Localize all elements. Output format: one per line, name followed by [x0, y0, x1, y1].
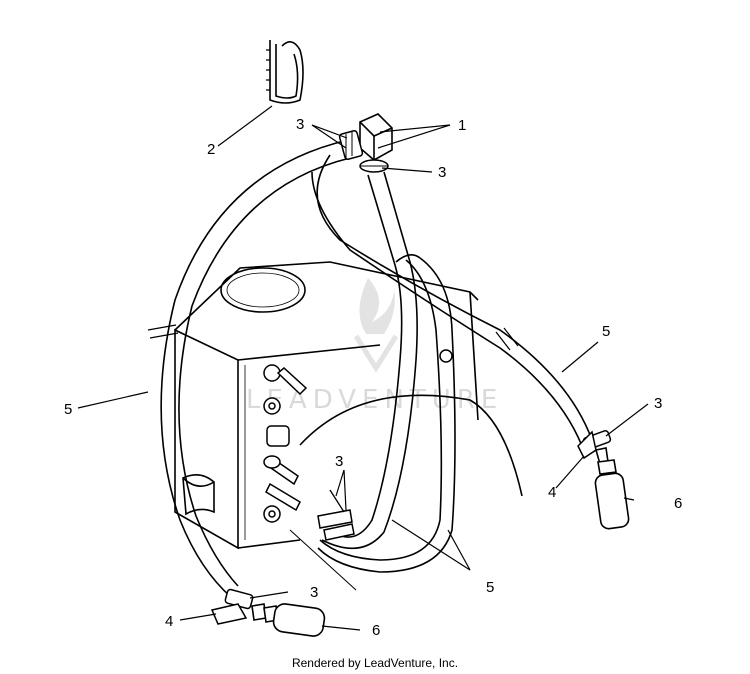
callout-labels: 1 2 3 3 3 3 3 4 4 5 5 5 6 6 — [64, 116, 682, 639]
strap-clip — [266, 40, 304, 104]
callout-4-right: 4 — [548, 484, 556, 501]
elbow-fitting — [359, 113, 393, 161]
callout-6-right: 6 — [674, 495, 682, 512]
callout-2: 2 — [207, 141, 215, 158]
hose-left — [147, 139, 351, 599]
hose-center-loop — [317, 171, 456, 573]
callout-5-left: 5 — [64, 401, 72, 418]
callout-3-bottom: 3 — [310, 584, 318, 601]
brackets — [210, 430, 597, 625]
callout-4-bottom: 4 — [165, 613, 173, 630]
callout-3-right: 3 — [654, 395, 662, 412]
watermark: LEADVENTURE — [246, 278, 497, 415]
callout-5-right: 5 — [602, 323, 610, 340]
callout-3-top-right: 3 — [438, 164, 446, 181]
callout-3-top-left: 3 — [296, 116, 304, 133]
hose-right — [311, 154, 593, 447]
tank-fill-opening — [220, 267, 306, 313]
callout-1: 1 — [458, 117, 466, 134]
callout-3-center: 3 — [335, 453, 343, 470]
inline-filters — [251, 447, 630, 637]
tank-fittings — [263, 349, 453, 523]
leader-lines — [77, 105, 649, 631]
tank-mount-tab — [182, 474, 215, 516]
footer-credit: Rendered by LeadVenture, Inc. — [291, 656, 459, 670]
callout-6-bottom: 6 — [372, 622, 380, 639]
callout-5-bottom: 5 — [486, 579, 494, 596]
